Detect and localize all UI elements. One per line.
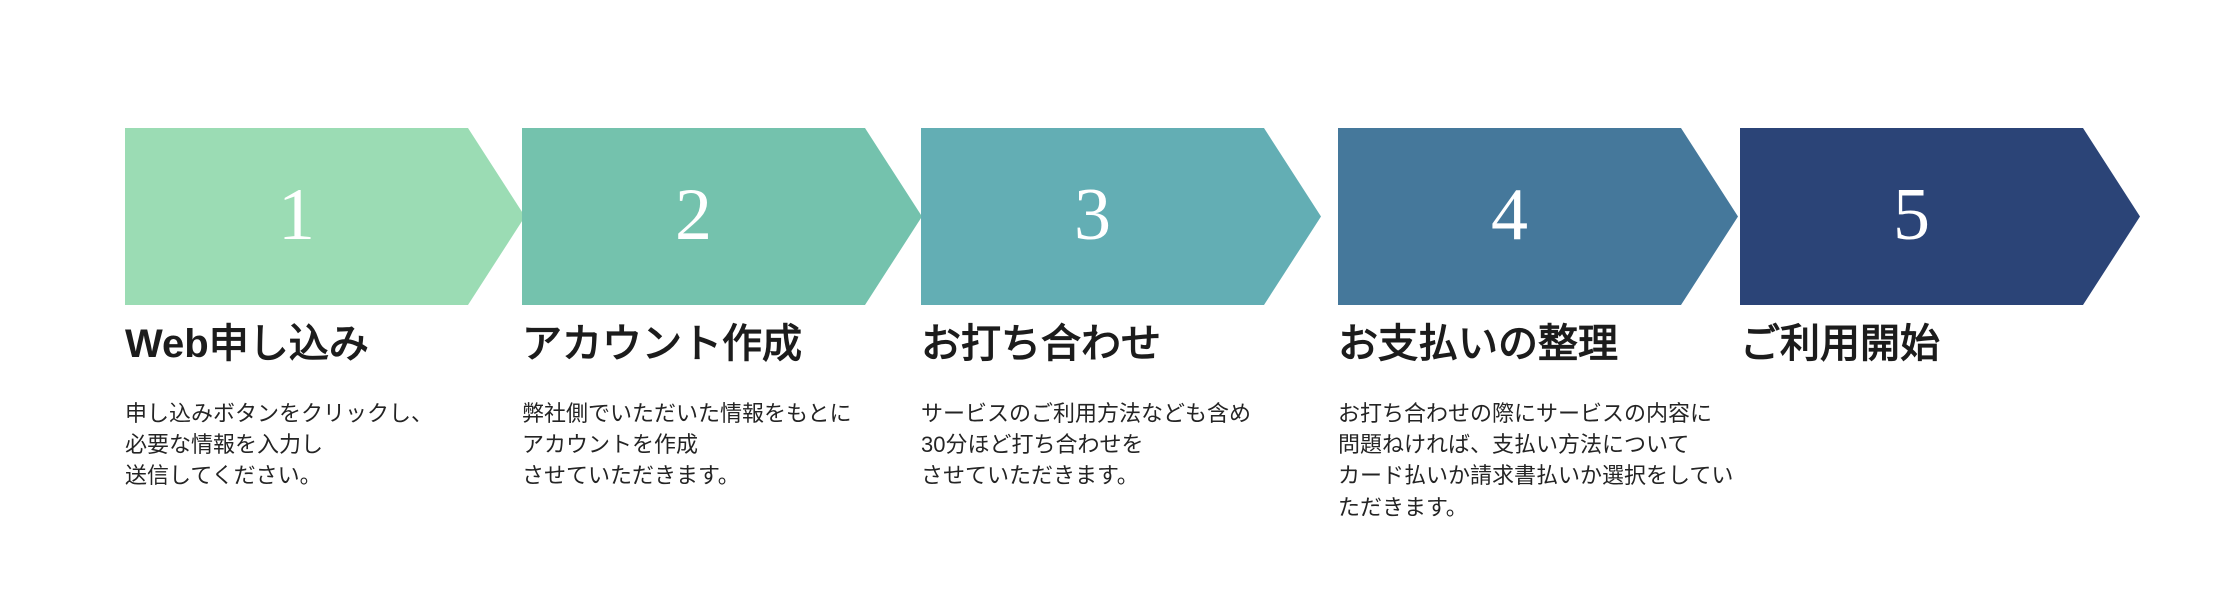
step-1-title: Web申し込み bbox=[125, 322, 369, 366]
chevron-arrow-icon bbox=[125, 128, 525, 305]
step-4: 4 お支払いの整理 お打ち合わせの際にサービスの内容に 問題ねければ、支払い方法… bbox=[1338, 0, 1738, 610]
step-3-description: サービスのご利用方法なども含め 30分ほど打ち合わせを させていただきます。 bbox=[921, 401, 1252, 489]
step-4-description: お打ち合わせの際にサービスの内容に 問題ねければ、支払い方法について カード払い… bbox=[1338, 401, 1734, 520]
step-2-arrow-shape bbox=[522, 128, 922, 305]
step-3-title: お打ち合わせ bbox=[921, 322, 1161, 366]
step-2-description: 弊社側でいただいた情報をもとに アカウントを作成 させていただきます。 bbox=[522, 401, 852, 489]
step-1-arrow-shape bbox=[125, 128, 525, 305]
step-5-arrow-shape bbox=[1740, 128, 2140, 305]
step-5: 5 ご利用開始 bbox=[1740, 0, 2140, 610]
step-3-arrow-shape bbox=[921, 128, 1321, 305]
step-5-title: ご利用開始 bbox=[1740, 322, 1940, 366]
step-1-description: 申し込みボタンをクリックし、 必要な情報を入力し 送信してください。 bbox=[125, 401, 434, 489]
step-3: 3 お打ち合わせ サービスのご利用方法なども含め 30分ほど打ち合わせを させて… bbox=[921, 0, 1321, 610]
step-2: 2 アカウント作成 弊社側でいただいた情報をもとに アカウントを作成 させていた… bbox=[522, 0, 922, 610]
chevron-arrow-icon bbox=[1740, 128, 2140, 305]
step-4-title: お支払いの整理 bbox=[1338, 322, 1618, 366]
step-2-arrow-polygon bbox=[522, 128, 922, 305]
step-4-arrow-polygon bbox=[1338, 128, 1738, 305]
chevron-arrow-icon bbox=[522, 128, 922, 305]
step-3-arrow-polygon bbox=[921, 128, 1321, 305]
chevron-arrow-icon bbox=[921, 128, 1321, 305]
step-4-arrow-shape bbox=[1338, 128, 1738, 305]
step-1-arrow-polygon bbox=[125, 128, 525, 305]
chevron-arrow-icon bbox=[1338, 128, 1738, 305]
step-2-title: アカウント作成 bbox=[522, 322, 802, 366]
step-1: 1 Web申し込み 申し込みボタンをクリックし、 必要な情報を入力し 送信してく… bbox=[125, 0, 525, 610]
step-5-arrow-polygon bbox=[1740, 128, 2140, 305]
